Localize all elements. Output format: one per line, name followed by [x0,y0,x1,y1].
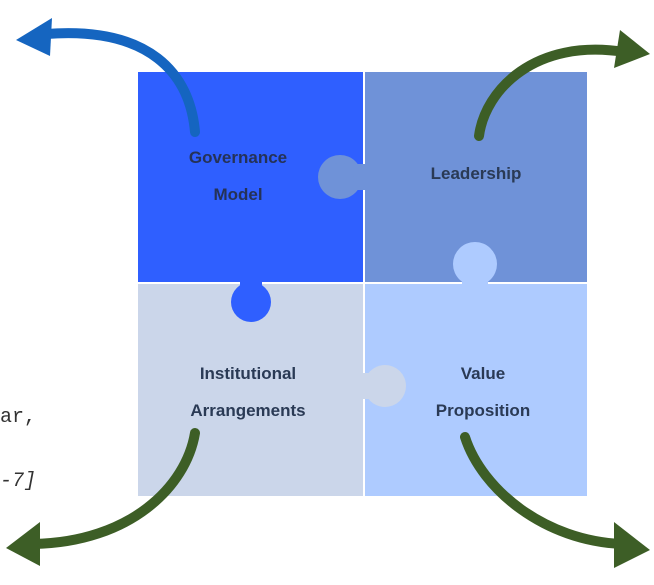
knob-top-middle-inner [326,163,354,191]
green-bottom-right-arrowhead [614,522,650,568]
knob-top-middle-neck [355,164,367,190]
knob-right-middle-neck [462,276,488,286]
green-top-right-arrowhead [614,30,650,68]
governance-label-line2: Model [213,185,262,204]
green-bottom-right-arrow [460,432,627,549]
blue-curved-arrow [41,28,200,137]
left-text-fragment-2: -7] [0,470,37,493]
knob-bottom-middle [364,365,406,407]
value-label-line1: Value [461,364,505,383]
institutional-label-line2: Arrangements [190,401,305,420]
knob-right-middle [453,242,497,286]
green-bottom-left-arrowhead [6,522,40,566]
knob-bottom-middle-neck [360,373,370,399]
value-label-line2: Proposition [436,401,530,420]
blue-arrowhead [16,18,52,56]
institutional-label-line1: Institutional [200,364,296,383]
knob-left-middle-neck [240,278,262,288]
knob-left-middle [231,282,271,322]
left-text-fragment-1: ar, [0,406,37,429]
green-top-right-arrow [474,44,629,141]
green-bottom-left-arrow [29,428,200,549]
leadership-label: Leadership [431,164,522,183]
governance-label-line1: Governance [189,148,287,167]
